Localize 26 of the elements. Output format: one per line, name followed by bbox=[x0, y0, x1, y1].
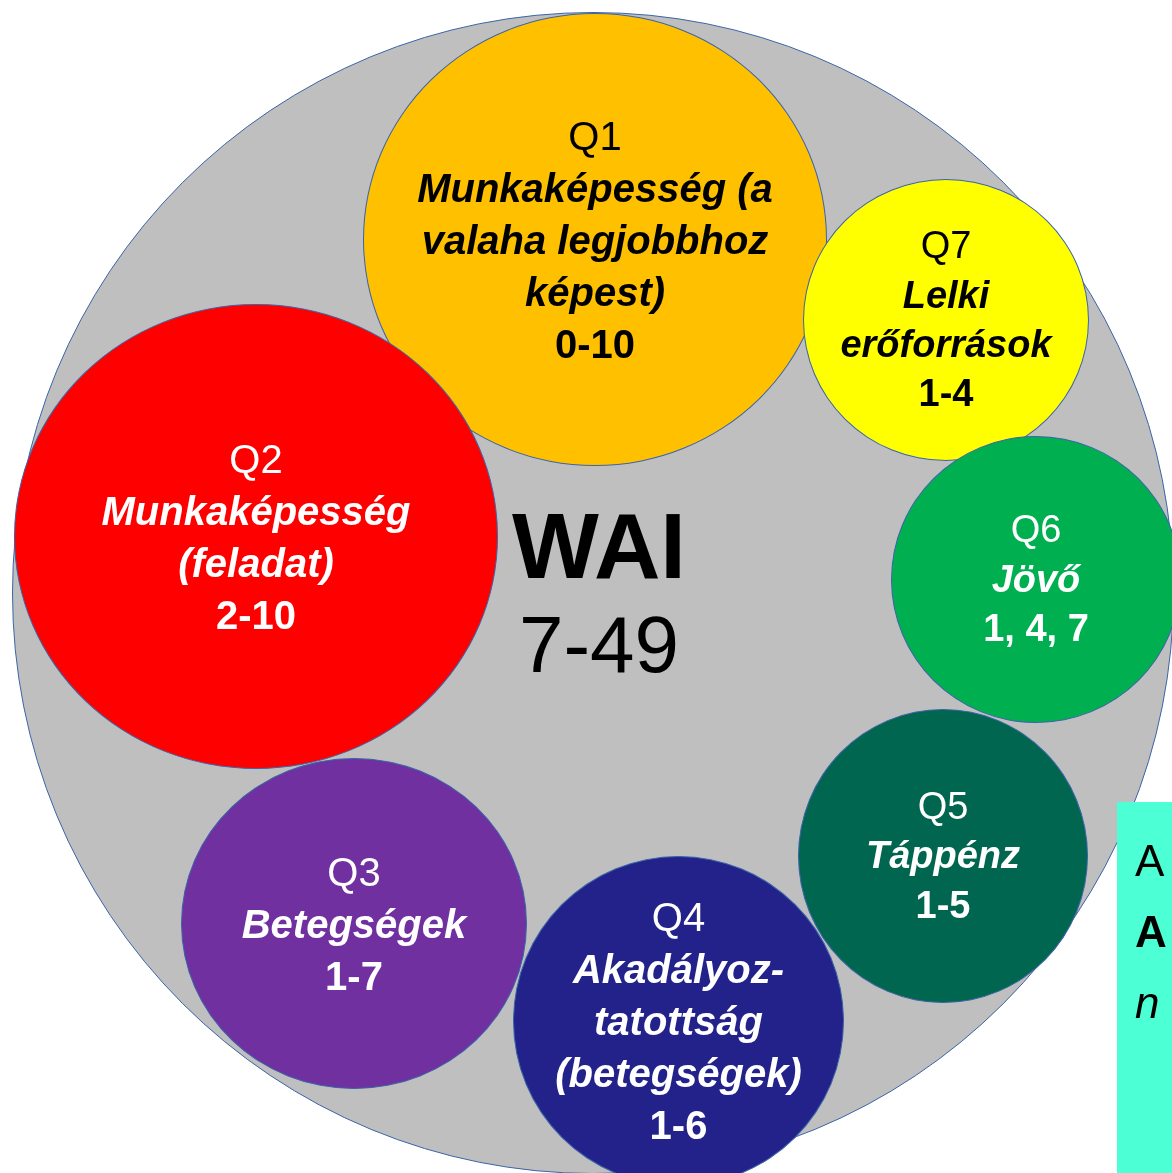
question-title: Betegségek bbox=[241, 900, 467, 948]
score-range: 1-4 bbox=[918, 371, 974, 417]
score-range: 1-5 bbox=[915, 882, 971, 928]
question-title: Akadályoz- tatottság (betegségek) bbox=[554, 946, 803, 1097]
score-range: 7-49 bbox=[518, 603, 680, 687]
index-name: WAI bbox=[512, 498, 686, 595]
note-text: A bbox=[1135, 835, 1165, 887]
question-title: Táppénz bbox=[865, 833, 1021, 879]
question-title: Jövő bbox=[991, 556, 1081, 602]
question-number: Q3 bbox=[327, 848, 381, 896]
question-number: Q4 bbox=[651, 894, 706, 941]
question-title: Lelki erőforrások bbox=[839, 272, 1054, 367]
question-title: Munkaképesség (a valaha legjobbhoz képest) bbox=[416, 164, 774, 316]
score-range: 1-7 bbox=[325, 952, 383, 1000]
question-number: Q5 bbox=[917, 783, 969, 829]
score-range: 0-10 bbox=[554, 320, 636, 368]
note-text: A bbox=[1135, 906, 1167, 959]
question-number: Q2 bbox=[229, 435, 283, 483]
note-text: n bbox=[1135, 977, 1160, 1030]
question-title: Munkaképesség (feladat) bbox=[100, 487, 412, 587]
score-range: 1-6 bbox=[649, 1102, 708, 1149]
question-number: Q6 bbox=[1010, 507, 1062, 553]
score-range: 1, 4, 7 bbox=[983, 606, 1089, 652]
question-number: Q1 bbox=[568, 112, 622, 160]
score-range: 2-10 bbox=[215, 591, 297, 639]
question-number: Q7 bbox=[920, 223, 972, 269]
